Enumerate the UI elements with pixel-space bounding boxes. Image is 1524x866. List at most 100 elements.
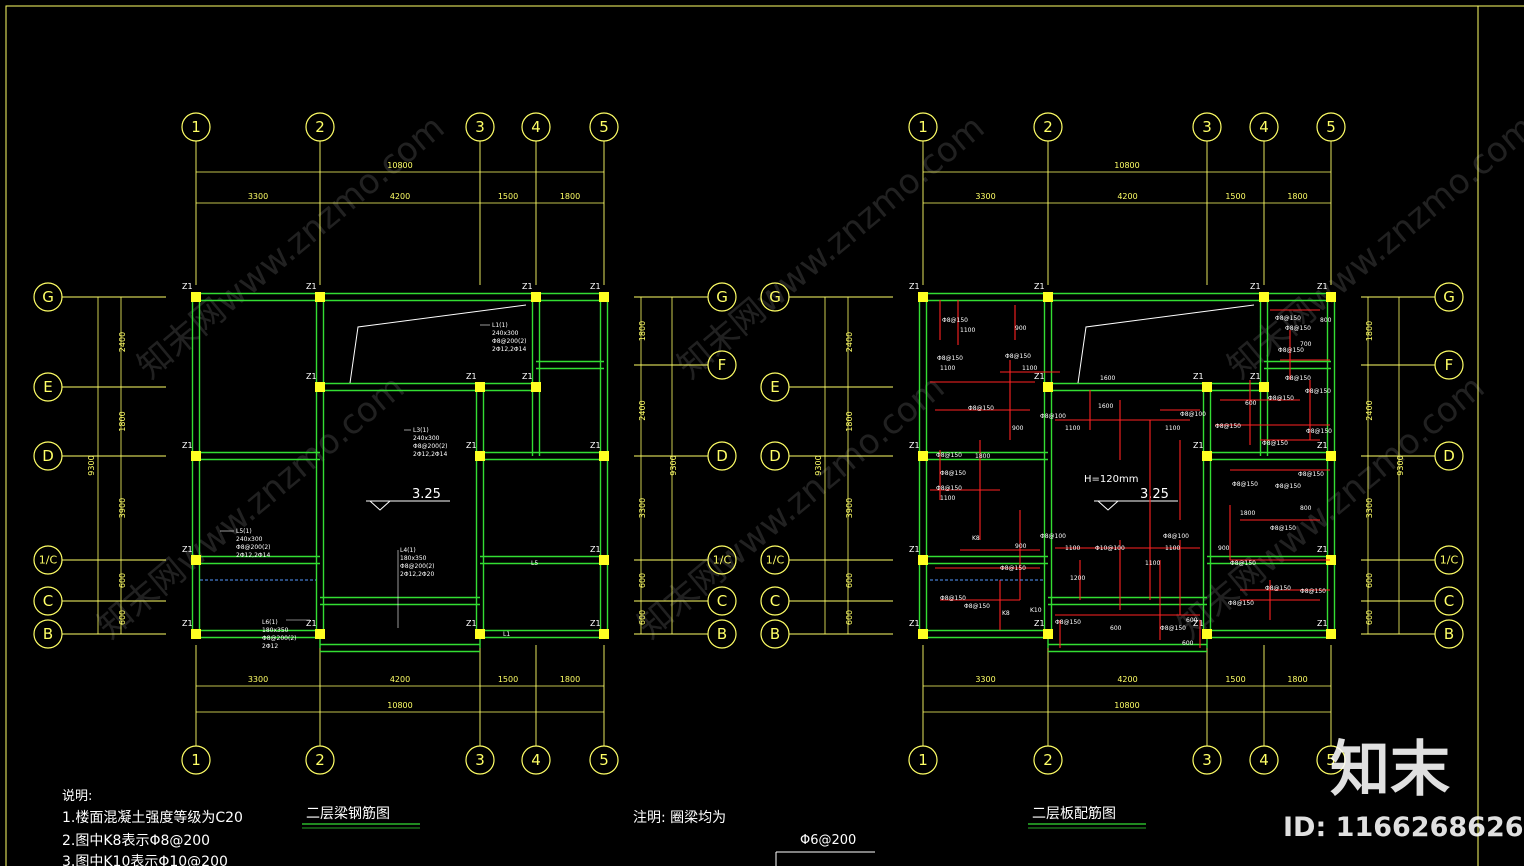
column-tag-9: Z1: [466, 441, 477, 450]
slab-label-39: Φ8@150: [1160, 625, 1186, 632]
column-tag-14: Z1: [306, 619, 317, 628]
dim-span-top-4: 1800: [560, 192, 580, 201]
column-tag-8: Z1: [182, 441, 193, 450]
brand-logo-text: 知末: [1330, 735, 1450, 805]
column-z1-12: [1326, 555, 1336, 565]
beam-label-l5-line-2: 180x350: [262, 627, 289, 634]
column-tag-10: Z1: [590, 441, 601, 450]
axis-label-2-bottom: 2: [1043, 751, 1053, 769]
beam-label-l2-line-4: 2Φ12,2Φ14: [413, 451, 447, 458]
axis-label-2-bottom: 2: [315, 751, 325, 769]
dim-right-3: 3300: [1365, 498, 1374, 518]
column-z1-14: [315, 629, 325, 639]
axis-label-1/C-right: 1/C: [1440, 554, 1459, 567]
column-tag-5: Z1: [306, 372, 317, 381]
axis-label-1/C-left: 1/C: [766, 554, 785, 567]
slab-label-35: K10: [1030, 607, 1042, 614]
axis-label-3-bottom: 3: [475, 751, 485, 769]
column-tag-9: Z1: [1193, 441, 1204, 450]
dim-span-bottom-2: 4200: [390, 675, 410, 684]
slab-label-27: Φ8@150: [1265, 585, 1291, 592]
beam-label-l3-line-1: L5(1): [236, 528, 252, 535]
dim-left-4: 600: [845, 573, 854, 588]
beam-label-l3-line-3: Φ8@200(2): [236, 544, 271, 551]
slab-label-22: Φ10@100: [1095, 545, 1125, 552]
beam-label-l2-line-2: 240x300: [413, 435, 440, 442]
axis-bubble-5-bottom: [1316, 745, 1346, 775]
slab-label-55: Φ8@150: [1298, 471, 1324, 478]
drawing-frame: [5, 5, 1479, 866]
column-tag-14: Z1: [1034, 619, 1045, 628]
axis-label-B-right: B: [717, 625, 727, 643]
dim-right-1: 1800: [1365, 321, 1374, 341]
column-z1-2: [1043, 292, 1053, 302]
slab-label-20: Φ8@100: [1040, 533, 1066, 540]
notes-heading: 说明:: [62, 789, 92, 804]
beam-label-l1-line-4: 2Φ12,2Φ14: [492, 346, 526, 353]
axis-bubble-4-top: [1249, 112, 1279, 142]
dim-span-top-3: 1500: [498, 192, 518, 201]
slab-label-54: Φ8@150: [1275, 483, 1301, 490]
axis-label-3-bottom: 3: [1202, 751, 1212, 769]
column-tag-11: Z1: [909, 545, 920, 554]
slab-label-10: 1100: [1065, 425, 1080, 432]
axis-label-F-right: F: [1445, 356, 1454, 374]
dim-total-bottom: 10800: [1114, 701, 1139, 710]
axis-label-5-bottom: 5: [599, 751, 609, 769]
column-z1-7: [531, 382, 541, 392]
axis-bubble-1-top: [908, 112, 938, 142]
axis-bubble-4-bottom: [521, 745, 551, 775]
slab-label-57: Φ8@150: [1270, 525, 1296, 532]
dim-left-3: 3900: [118, 498, 127, 518]
note-item-2: 2.图中K8表示Φ8@200: [62, 833, 210, 849]
column-tag-2: Z1: [1034, 282, 1045, 291]
axis-label-C-left: C: [43, 592, 53, 610]
beam-label-l4-line-2: 180x350: [400, 555, 427, 562]
axis-label-4-bottom: 4: [1259, 751, 1269, 769]
dim-right-2: 2400: [638, 400, 647, 420]
dim-right-4: 600: [638, 573, 647, 588]
dim-right-total: 9300: [669, 455, 678, 475]
column-z1-15: [1202, 629, 1212, 639]
column-tag-10: Z1: [1317, 441, 1328, 450]
beam-label-l3-line-4: 2Φ12,2Φ14: [236, 552, 270, 559]
slab-label-18: 1100: [940, 495, 955, 502]
slab-label-3: 900: [1015, 325, 1027, 332]
column-tag-12: Z1: [590, 545, 601, 554]
dim-left-2: 1800: [845, 411, 854, 431]
column-tag-7: Z1: [522, 372, 533, 381]
axis-label-1/C-right: 1/C: [713, 554, 732, 567]
slab-label-1: Φ8@150: [942, 317, 968, 324]
beam-label-l4-line-3: Φ8@200(2): [400, 563, 435, 570]
column-z1-6: [475, 382, 485, 392]
axis-label-B-left: B: [770, 625, 780, 643]
dim-span-bottom-1: 3300: [975, 675, 995, 684]
beam-label-l5-line-4: 2Φ12: [262, 643, 278, 650]
column-tag-13: Z1: [182, 619, 193, 628]
axis-label-3-top: 3: [1202, 118, 1212, 136]
slab-label-51: Φ8@150: [1262, 440, 1288, 447]
note-item-1: 1.楼面混凝土强度等级为C20: [62, 809, 243, 826]
column-z1-8: [191, 451, 201, 461]
dim-left-total: 9300: [87, 455, 96, 475]
elevation-symbol: [369, 500, 391, 511]
column-z1-2: [315, 292, 325, 302]
slab-label-29: Φ8@150: [940, 595, 966, 602]
slab-label-11: 900: [1012, 425, 1024, 432]
slab-label-6: Φ8@150: [937, 355, 963, 362]
axis-label-C-right: C: [717, 592, 727, 610]
slab-label-43: Φ8@150: [1278, 347, 1304, 354]
axis-bubble-3-top: [1192, 112, 1222, 142]
elevation-value: 3.25: [1140, 487, 1169, 502]
slab-label-13: Φ8@100: [1180, 411, 1206, 418]
slab-label-44: 700: [1300, 341, 1312, 348]
column-z1-6: [1202, 382, 1212, 392]
axis-label-4-bottom: 4: [531, 751, 541, 769]
axis-label-1/C-left: 1/C: [39, 554, 58, 567]
axis-bubble-5-top: [1316, 112, 1346, 142]
stair-outline: [349, 304, 527, 384]
dim-left-1: 2400: [118, 332, 127, 352]
beam-label-l4-line-1: L4(1): [400, 547, 416, 554]
column-tag-8: Z1: [909, 441, 920, 450]
